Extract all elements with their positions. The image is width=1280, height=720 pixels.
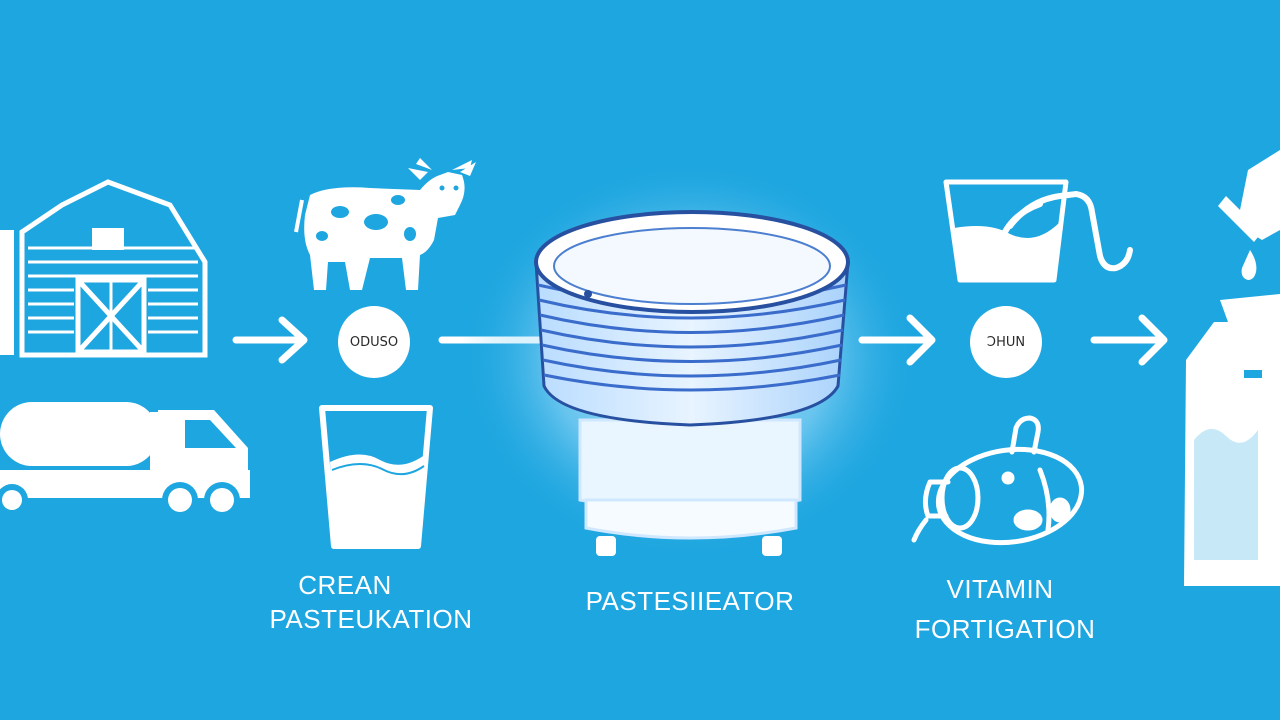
- pasteurizer-tank-icon: [460, 160, 920, 560]
- step-badge-1-label: ODUSO: [349, 334, 399, 350]
- pasteurization-label: PASTESIIEATOR: [585, 586, 795, 616]
- step-badge-1: ODUSO: [338, 306, 410, 378]
- vitamin-bottle-icon: [911, 415, 1085, 546]
- arrow-1: [232, 316, 308, 364]
- vitamin-label-line1: VITAMIN: [946, 574, 1054, 604]
- arrow-3: [1090, 314, 1168, 366]
- cow-icon: [294, 158, 476, 290]
- pouring-cup-icon: [943, 179, 1133, 283]
- arrow-2: [858, 314, 936, 366]
- barn-icon: [0, 179, 208, 358]
- glass-of-milk-icon: [319, 405, 433, 549]
- vitamin-label-line2: FORTIGATION: [914, 614, 1096, 644]
- bottle-dripping-icon: [1218, 150, 1280, 280]
- milk-carton-icon: [1184, 294, 1280, 586]
- step-badge-2: ƆHUN: [970, 306, 1042, 378]
- cream-label-line2: PASTEUKATION: [269, 604, 473, 634]
- cream-label-line1: CREAN: [298, 570, 392, 600]
- tanker-truck-icon: [0, 402, 250, 518]
- step-badge-2-label: ƆHUN: [986, 334, 1026, 350]
